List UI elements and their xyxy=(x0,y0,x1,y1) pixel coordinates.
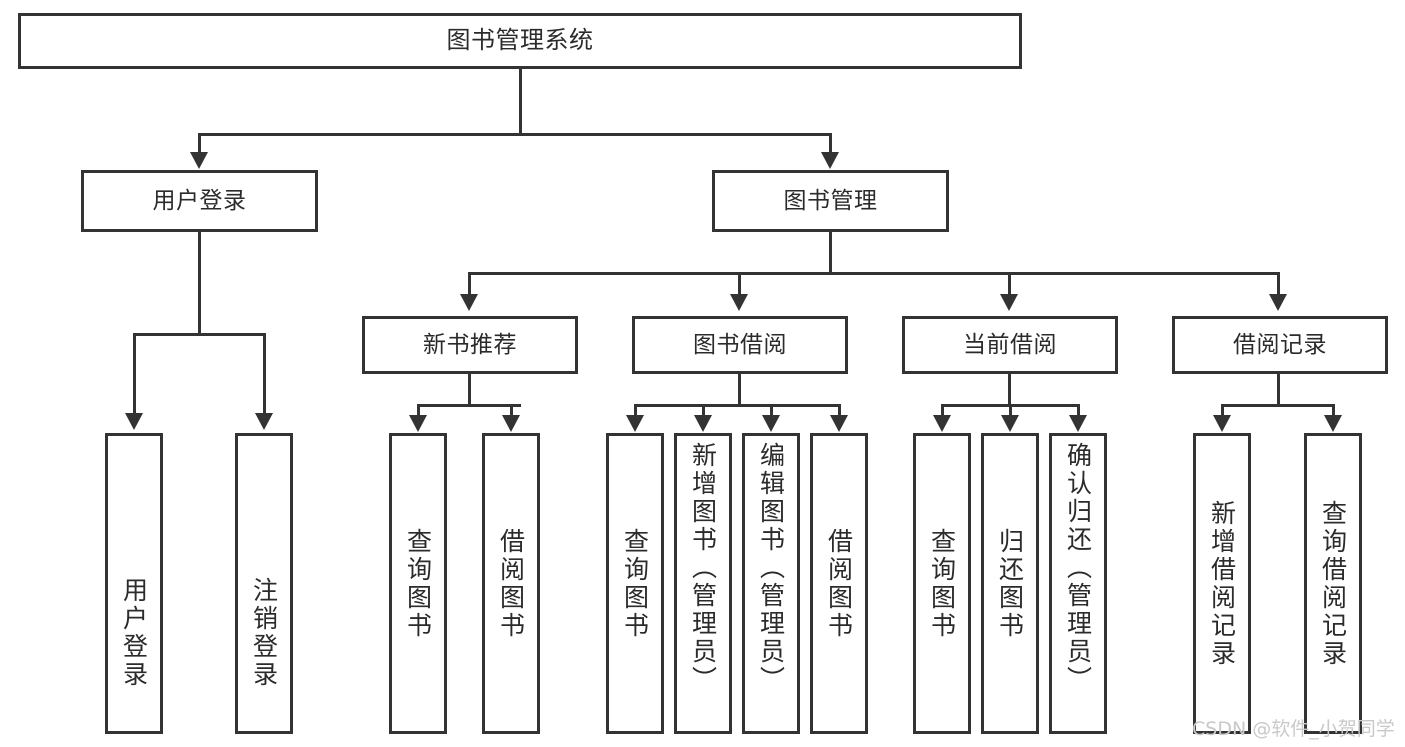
node-root-system[interactable]: 图书管理系统 xyxy=(18,13,1022,69)
connector-borrow-record-stem xyxy=(1277,374,1280,406)
connector-drop-leaf-add-book xyxy=(702,404,705,417)
leaf-borrow-book-new[interactable]: 借阅图书 xyxy=(482,433,540,734)
node-label: 查询图书 xyxy=(403,527,433,640)
connector-drop-leaf-query-record xyxy=(1332,404,1335,417)
connector-drop-book-mgmt xyxy=(829,133,832,155)
arrowhead-leaf-borrow-book-2 xyxy=(830,415,848,432)
arrowhead-current-borrow xyxy=(1000,294,1018,311)
connector-book-mgmt-bus xyxy=(468,272,1280,275)
connector-drop-leaf-edit-book xyxy=(770,404,773,417)
node-current-borrow[interactable]: 当前借阅 xyxy=(902,316,1118,374)
arrowhead-leaf-borrow-book-1 xyxy=(502,415,520,432)
connector-drop-borrow-record xyxy=(1277,272,1280,297)
connector-borrow-record-bus xyxy=(1221,404,1335,407)
connector-drop-leaf-query-book-1 xyxy=(417,404,420,417)
node-label: 借阅记录 xyxy=(1233,331,1327,358)
node-label: 图书管理 xyxy=(783,187,878,214)
connector-drop-book-borrow xyxy=(738,272,741,297)
leaf-add-borrow-record[interactable]: 新增借阅记录 xyxy=(1193,433,1251,734)
leaf-query-borrow-record[interactable]: 查询借阅记录 xyxy=(1304,433,1362,734)
connector-drop-leaf-add-record xyxy=(1221,404,1224,417)
node-book-borrow[interactable]: 图书借阅 xyxy=(632,316,848,374)
leaf-borrow-book[interactable]: 借阅图书 xyxy=(810,433,868,734)
node-label: 借阅图书 xyxy=(824,527,854,640)
leaf-add-book[interactable]: 新增图书（管理员） xyxy=(674,433,732,734)
node-label: 编辑图书（管理员） xyxy=(756,442,786,694)
leaf-user-login[interactable]: 用户登录 xyxy=(105,433,163,734)
node-label: 当前借阅 xyxy=(963,331,1057,358)
node-new-book-recommend[interactable]: 新书推荐 xyxy=(362,316,578,374)
arrowhead-leaf-user-login xyxy=(125,413,143,430)
arrowhead-leaf-confirm-return xyxy=(1069,415,1087,432)
connector-drop-leaf-borrow-book-1 xyxy=(510,404,513,417)
node-book-management[interactable]: 图书管理 xyxy=(712,170,949,232)
connector-user-login-bus xyxy=(133,333,266,336)
csdn-watermark: CSDN @软件_小贺同学 xyxy=(1192,718,1395,740)
arrowhead-leaf-edit-book xyxy=(762,415,780,432)
node-label: 查询借阅记录 xyxy=(1318,499,1348,668)
node-label: 用户登录 xyxy=(119,577,149,689)
connector-new-book-stem xyxy=(468,374,471,406)
arrowhead-leaf-add-book xyxy=(694,415,712,432)
node-user-login[interactable]: 用户登录 xyxy=(81,170,318,232)
connector-drop-leaf-confirm-return xyxy=(1077,404,1080,417)
arrowhead-leaf-logout xyxy=(255,413,273,430)
node-label: 归还图书 xyxy=(995,527,1025,640)
leaf-query-book-new[interactable]: 查询图书 xyxy=(389,433,447,734)
arrowhead-book-mgmt xyxy=(821,152,839,169)
connector-current-borrow-stem xyxy=(1008,374,1011,406)
node-label: 查询图书 xyxy=(927,527,957,640)
leaf-query-book-current[interactable]: 查询图书 xyxy=(913,433,971,734)
node-label: 确认归还（管理员） xyxy=(1063,442,1093,694)
arrowhead-leaf-return-book xyxy=(1001,415,1019,432)
connector-book-borrow-bus xyxy=(634,404,840,407)
arrowhead-new-book xyxy=(460,294,478,311)
arrowhead-leaf-add-record xyxy=(1213,415,1231,432)
connector-user-login-stem xyxy=(198,232,201,336)
connector-new-book-bus xyxy=(417,404,521,407)
node-label: 新增图书（管理员） xyxy=(688,442,718,694)
connector-book-borrow-stem xyxy=(738,374,741,406)
node-label: 图书管理系统 xyxy=(446,26,594,55)
connector-drop-leaf-borrow-book-2 xyxy=(838,404,841,417)
connector-drop-leaf-return-book xyxy=(1009,404,1012,417)
connector-drop-leaf-user-login xyxy=(133,333,136,415)
connector-book-mgmt-stem xyxy=(829,232,832,274)
connector-root-bus xyxy=(198,133,832,136)
arrowhead-leaf-query-book-1 xyxy=(409,415,427,432)
connector-drop-leaf-query-book-3 xyxy=(941,404,944,417)
connector-drop-new-book xyxy=(468,272,471,297)
leaf-logout[interactable]: 注销登录 xyxy=(235,433,293,734)
leaf-edit-book[interactable]: 编辑图书（管理员） xyxy=(742,433,800,734)
arrowhead-book-borrow xyxy=(730,294,748,311)
node-label: 注销登录 xyxy=(249,577,279,689)
node-label: 新增借阅记录 xyxy=(1207,499,1237,668)
arrowhead-leaf-query-book-3 xyxy=(933,415,951,432)
arrowhead-borrow-record xyxy=(1269,294,1287,311)
leaf-return-book[interactable]: 归还图书 xyxy=(981,433,1039,734)
node-label: 查询图书 xyxy=(620,527,650,640)
connector-drop-leaf-query-book-2 xyxy=(634,404,637,417)
connector-drop-current-borrow xyxy=(1008,272,1011,297)
leaf-query-book-borrow[interactable]: 查询图书 xyxy=(606,433,664,734)
arrowhead-leaf-query-record xyxy=(1324,415,1342,432)
node-label: 用户登录 xyxy=(152,187,247,214)
node-label: 新书推荐 xyxy=(423,331,517,358)
arrowhead-leaf-query-book-2 xyxy=(626,415,644,432)
arrowhead-user-login xyxy=(190,152,208,169)
connector-root-stem xyxy=(519,69,522,133)
node-label: 借阅图书 xyxy=(496,527,526,640)
node-borrow-record[interactable]: 借阅记录 xyxy=(1172,316,1388,374)
node-label: 图书借阅 xyxy=(693,331,787,358)
leaf-confirm-return[interactable]: 确认归还（管理员） xyxy=(1049,433,1107,734)
connector-drop-user-login xyxy=(198,133,201,155)
connector-drop-leaf-logout xyxy=(263,333,266,415)
